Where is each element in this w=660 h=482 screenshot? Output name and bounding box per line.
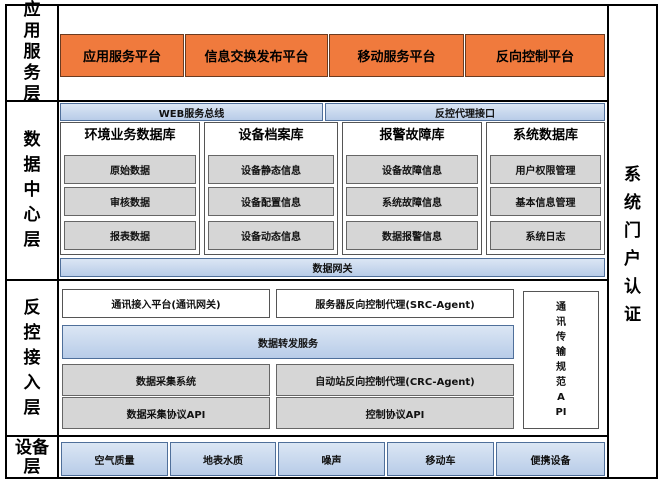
comm-spec-api-label: 通讯传输规范API bbox=[555, 302, 567, 418]
divider-control-device bbox=[5, 435, 609, 437]
station-control-proxy: 自动站反向控制代理(CRC-Agent) bbox=[276, 364, 514, 396]
db-item-label: 数据报警信息 bbox=[382, 232, 442, 243]
divider-app-data bbox=[5, 100, 609, 102]
layer-label-device: 设备层 bbox=[7, 437, 57, 479]
db-item-label: 审核数据 bbox=[110, 198, 150, 209]
db-item: 审核数据 bbox=[64, 187, 196, 216]
control-api-label: 控制协议API bbox=[365, 409, 425, 421]
db-title: 系统数据库 bbox=[512, 128, 578, 143]
db-title: 报警故障库 bbox=[379, 128, 445, 143]
layer-label-data-center-text: 数据中心层 bbox=[23, 130, 41, 250]
app-item-control-platform: 反向控制平台 bbox=[465, 34, 605, 77]
station-control-proxy-label: 自动站反向控制代理(CRC-Agent) bbox=[315, 376, 475, 388]
layer-label-application: 应用服务层 bbox=[7, 0, 57, 104]
app-item-label: 应用服务平台 bbox=[82, 50, 161, 65]
db-item: 用户权限管理 bbox=[490, 155, 601, 184]
db-item: 系统日志 bbox=[490, 221, 601, 250]
control-proxy-interface: 反控代理接口 bbox=[325, 103, 605, 121]
divider-data-control bbox=[5, 279, 609, 281]
device-portable: 便携设备 bbox=[496, 442, 605, 476]
layer-label-control-access: 反控接入层 bbox=[7, 281, 57, 435]
db-item: 基本信息管理 bbox=[490, 187, 601, 216]
server-control-proxy: 服务器反向控制代理(SRC-Agent) bbox=[276, 289, 514, 318]
layer-label-application-text: 应用服务层 bbox=[23, 0, 41, 104]
db-item-label: 设备静态信息 bbox=[241, 166, 301, 177]
layer-label-divider bbox=[57, 4, 59, 479]
server-control-proxy-label: 服务器反向控制代理(SRC-Agent) bbox=[315, 300, 475, 311]
db-title: 环境业务数据库 bbox=[84, 128, 176, 143]
device-label: 移动车 bbox=[425, 455, 456, 467]
app-item-label: 反向控制平台 bbox=[495, 50, 574, 65]
data-gateway-label: 数据网关 bbox=[312, 264, 353, 275]
comm-access-platform: 通讯接入平台(通讯网关) bbox=[62, 289, 270, 318]
data-forward-service-label: 数据转发服务 bbox=[258, 338, 318, 350]
db-item: 设备配置信息 bbox=[208, 187, 334, 216]
db-item-label: 设备动态信息 bbox=[241, 232, 301, 243]
db-item: 设备故障信息 bbox=[346, 155, 478, 184]
db-item-label: 系统日志 bbox=[525, 232, 566, 243]
data-collect-system-label: 数据采集系统 bbox=[136, 376, 196, 388]
device-surface-water: 地表水质 bbox=[170, 442, 276, 476]
layer-label-control-access-text: 反控接入层 bbox=[23, 297, 41, 418]
db-item-label: 报表数据 bbox=[110, 232, 150, 243]
app-item-service-platform: 应用服务平台 bbox=[60, 34, 184, 77]
db-item-label: 原始数据 bbox=[110, 166, 150, 177]
db-item: 系统故障信息 bbox=[346, 187, 478, 216]
layer-label-data-center: 数据中心层 bbox=[7, 102, 57, 279]
data-collect-system: 数据采集系统 bbox=[62, 364, 270, 396]
db-item: 设备动态信息 bbox=[208, 221, 334, 250]
data-collect-api: 数据采集协议API bbox=[62, 397, 270, 429]
control-proxy-interface-label: 反控代理接口 bbox=[435, 108, 495, 120]
db-item: 原始数据 bbox=[64, 155, 196, 184]
device-noise: 噪声 bbox=[278, 442, 385, 476]
db-item-label: 用户权限管理 bbox=[515, 166, 576, 177]
db-item: 设备静态信息 bbox=[208, 155, 334, 184]
portal-label-text: 系统门户认证 bbox=[624, 165, 641, 325]
device-label: 噪声 bbox=[321, 455, 342, 467]
device-air-quality: 空气质量 bbox=[61, 442, 168, 476]
layer-label-device-text: 设备层 bbox=[15, 438, 49, 477]
data-collect-api-label: 数据采集协议API bbox=[126, 409, 206, 421]
device-label: 便携设备 bbox=[530, 455, 571, 467]
app-item-label: 信息交换发布平台 bbox=[204, 50, 309, 65]
device-label: 地表水质 bbox=[203, 455, 243, 467]
comm-access-platform-label: 通讯接入平台(通讯网关) bbox=[111, 300, 221, 311]
app-item-exchange-platform: 信息交换发布平台 bbox=[185, 34, 328, 77]
web-service-bus: WEB服务总线 bbox=[60, 103, 323, 121]
control-api: 控制协议API bbox=[276, 397, 514, 429]
device-label: 空气质量 bbox=[94, 455, 135, 467]
device-mobile-vehicle: 移动车 bbox=[387, 442, 494, 476]
portal-divider bbox=[607, 4, 609, 479]
db-title: 设备档案库 bbox=[238, 128, 304, 143]
app-item-label: 移动服务平台 bbox=[357, 50, 436, 65]
data-gateway: 数据网关 bbox=[60, 258, 605, 277]
db-item-label: 系统故障信息 bbox=[382, 198, 442, 209]
portal-label: 系统门户认证 bbox=[609, 150, 656, 340]
app-item-mobile-platform: 移动服务平台 bbox=[329, 34, 464, 77]
db-item-label: 基本信息管理 bbox=[515, 198, 576, 209]
comm-spec-api: 通讯传输规范API bbox=[523, 291, 599, 429]
data-forward-service: 数据转发服务 bbox=[62, 325, 514, 359]
db-item-label: 设备配置信息 bbox=[241, 198, 301, 209]
db-item-label: 设备故障信息 bbox=[382, 166, 442, 177]
web-service-bus-label: WEB服务总线 bbox=[158, 108, 225, 120]
db-item: 报表数据 bbox=[64, 221, 196, 250]
db-item: 数据报警信息 bbox=[346, 221, 478, 250]
